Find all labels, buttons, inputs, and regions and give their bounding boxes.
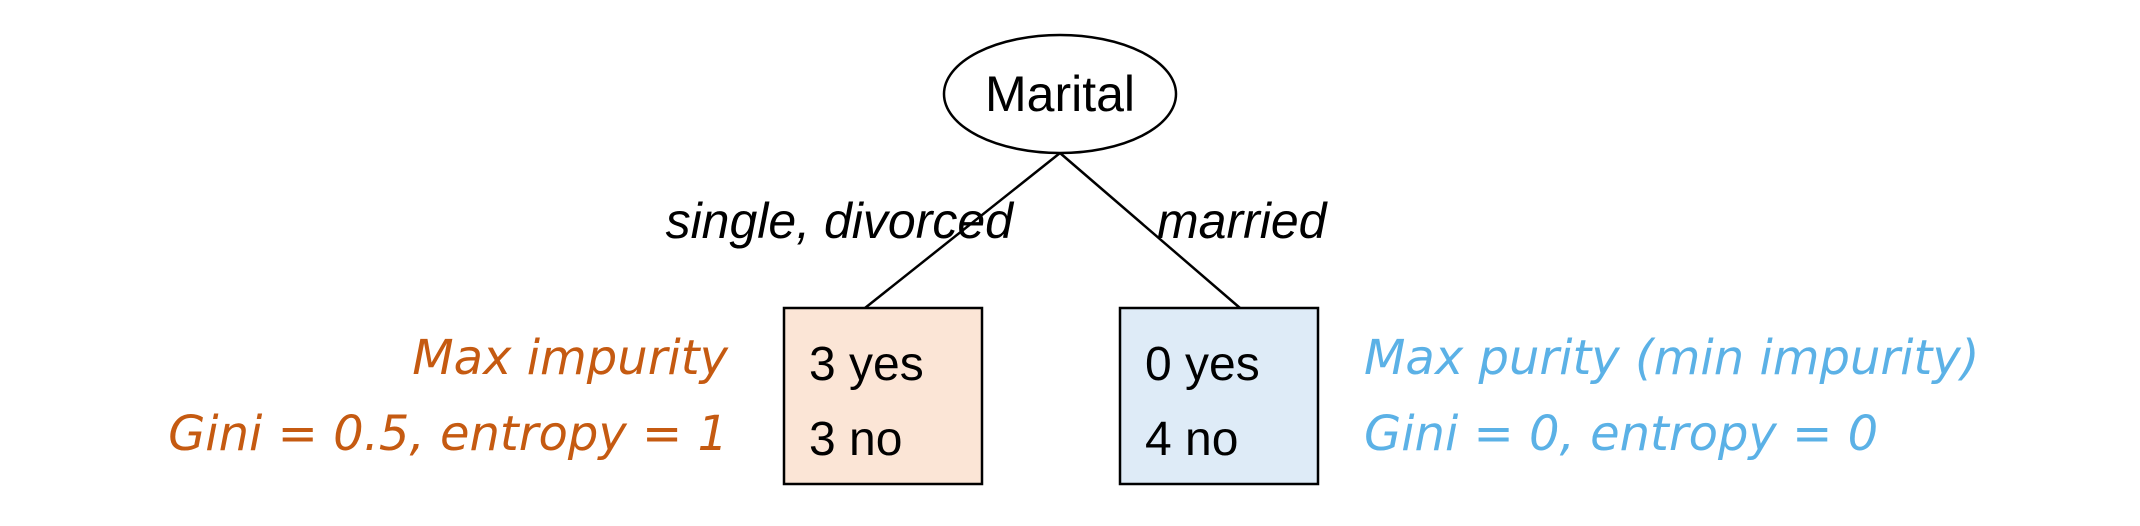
right-leaf-box	[1118, 306, 1320, 486]
edge-right	[1059, 152, 1241, 309]
right-leaf-no: 4 no	[1145, 413, 1238, 466]
left-leaf-yes: 3 yes	[809, 338, 924, 391]
root-node-ellipse	[942, 33, 1178, 155]
right-leaf-yes: 0 yes	[1145, 338, 1260, 391]
left-annotation-detail: Gini = 0.5, entropy = 1	[168, 406, 728, 462]
right-annotation-title: Max purity (min impurity)	[1364, 330, 1979, 386]
left-leaf-box	[782, 306, 984, 486]
edge-label-left: single, divorced	[666, 193, 1016, 249]
edge-left	[864, 152, 1061, 309]
right-annotation-detail: Gini = 0, entropy = 0	[1364, 406, 1878, 462]
edge-label-right: married	[1157, 193, 1329, 249]
root-node-label: Marital	[985, 66, 1135, 122]
left-annotation-title: Max impurity	[412, 330, 728, 386]
left-leaf-no: 3 no	[809, 413, 902, 466]
